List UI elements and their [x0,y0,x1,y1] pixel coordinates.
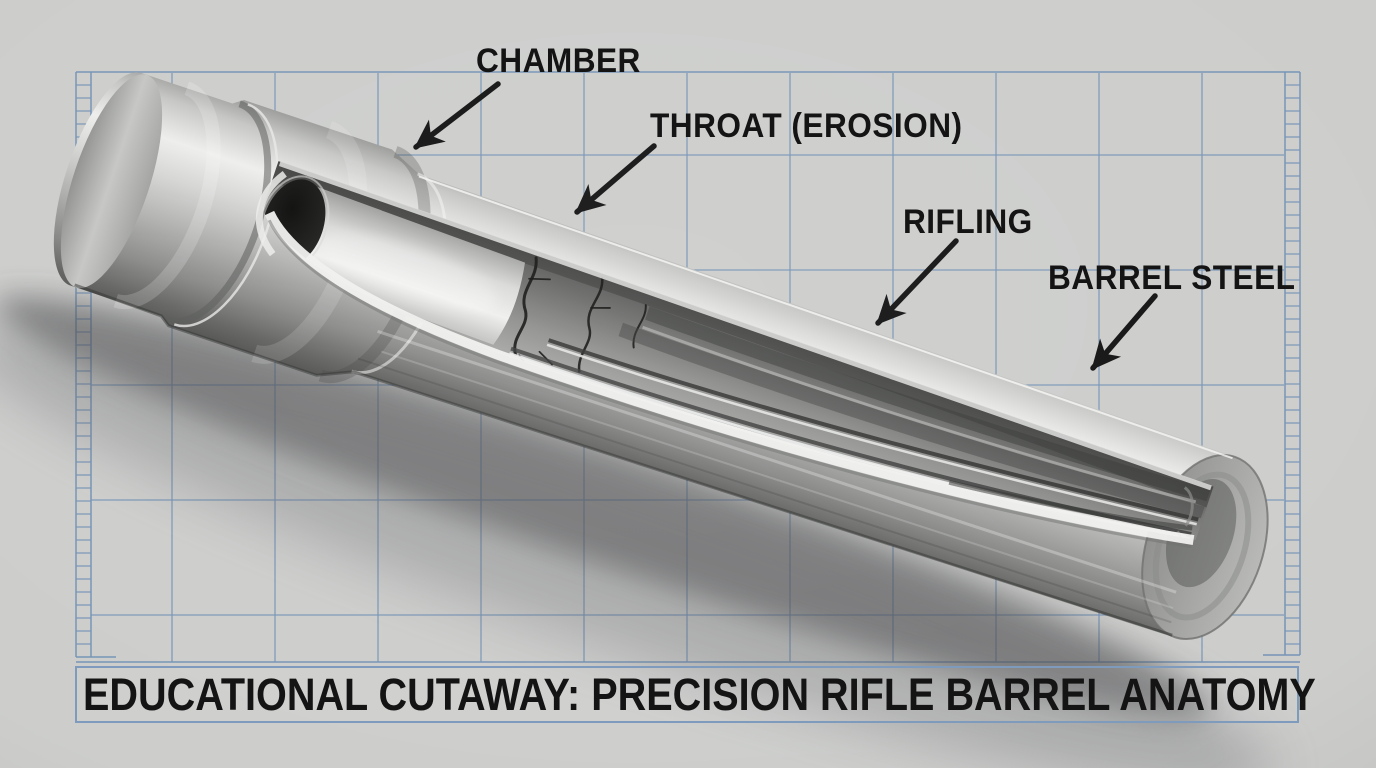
chamber-arrow [413,81,501,150]
barrel-surface-streaks [74,283,1177,637]
breech-groove [166,100,279,328]
rifling-arrow [875,238,959,326]
breech-face [60,74,163,289]
throat-arrow [574,143,657,215]
label-chamber: CHAMBER [476,42,641,80]
right-ruler [1263,72,1301,656]
barrel-shadow [0,296,1274,768]
cut-edge-highlight [256,161,1233,549]
label-barrel-steel: BARREL STEEL [1048,259,1296,297]
label-rifling: RIFLING [903,203,1033,241]
annotation-arrows [413,81,1158,371]
caption-text: EDUCATIONAL CUTAWAY: PRECISION RIFLE BAR… [83,669,1316,720]
chamber-highlight [317,233,499,311]
caption-box: EDUCATIONAL CUTAWAY: PRECISION RIFLE BAR… [75,666,1316,723]
barrel-steel-arrow [1090,293,1158,371]
channel-interior [257,161,1214,562]
label-throat-erosion: THROAT (EROSION) [650,107,963,145]
barrel-photo [53,72,1269,640]
